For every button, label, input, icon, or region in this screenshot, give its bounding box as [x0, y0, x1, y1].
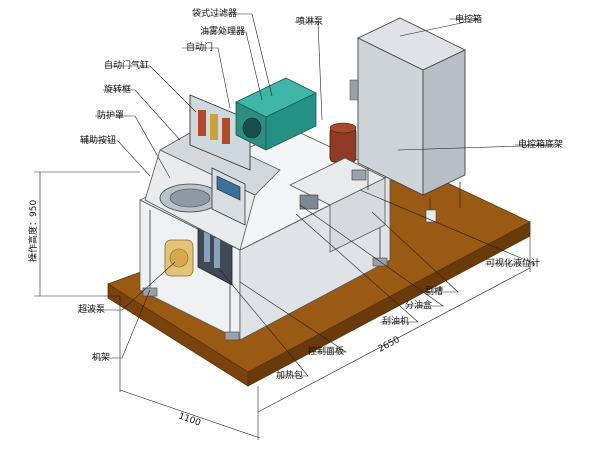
label-aux-button: 辅助按钮 — [80, 134, 116, 146]
dimension-width: 1100 — [177, 411, 202, 428]
leader-lines — [80, 13, 556, 377]
label-oil-separator-box: 分油盒 — [405, 299, 432, 311]
label-ultrasonic-pump: 超波泵 — [78, 303, 105, 315]
label-frame: 机架 — [92, 351, 110, 363]
ultrasonic-pump-body — [164, 239, 194, 277]
label-oil-scraper: 刮油机 — [382, 315, 409, 327]
label-rotary-frame: 旋转框 — [104, 83, 131, 95]
dimension-length: 2650 — [377, 335, 402, 355]
label-spray-pump: 喷淋泵 — [296, 15, 323, 27]
label-electric-box: 电控箱 — [455, 13, 482, 25]
oil-mist-processor-body — [235, 77, 317, 151]
electric-cabinet-base — [367, 168, 461, 223]
dimension-lines — [34, 171, 531, 440]
label-auto-door: 自动门 — [186, 41, 213, 53]
label-sub-tank: 副槽 — [425, 285, 443, 297]
protective-cover-body — [144, 129, 281, 251]
label-heating-pack: 加热包 — [276, 369, 303, 381]
dimension-operating-height: 操作高度：950 — [27, 200, 39, 262]
label-oil-mist-processor: 油雾处理器 — [200, 25, 245, 37]
sub-tank-body — [289, 157, 386, 253]
label-electric-box-base: 电控箱底架 — [518, 138, 563, 150]
label-protective-cover: 防护罩 — [97, 109, 124, 121]
label-bag-filter: 袋式过滤器 — [192, 7, 237, 19]
auto-door-panel — [189, 94, 251, 171]
label-visual-level-gauge: 可视化液位计 — [486, 257, 540, 269]
label-auto-door-cylinder: 自动门气缸 — [104, 59, 149, 71]
touch-panel — [211, 167, 246, 226]
label-control-panel: 控制面板 — [308, 345, 344, 357]
electric-cabinet — [349, 17, 467, 196]
